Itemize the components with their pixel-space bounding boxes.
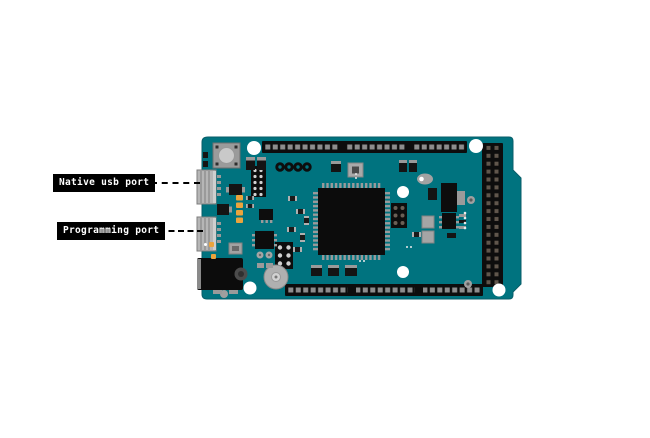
through-hole-pads bbox=[275, 162, 312, 172]
top-pin-header bbox=[262, 141, 467, 153]
smd-components bbox=[203, 152, 421, 294]
reset-button bbox=[212, 142, 241, 169]
mounting-holes bbox=[243, 139, 506, 297]
voltage-regulator bbox=[417, 173, 466, 244]
programming-port-leader-line bbox=[159, 230, 203, 232]
right-dual-pin-header bbox=[482, 143, 503, 287]
programming-port-label: Programming port bbox=[57, 222, 166, 240]
via-dot bbox=[204, 243, 207, 246]
power-jack bbox=[197, 258, 248, 298]
bottom-pin-header bbox=[285, 284, 483, 296]
jtag-header bbox=[391, 203, 407, 228]
native-usb-connector bbox=[196, 169, 221, 205]
small-ics bbox=[217, 162, 364, 255]
vias bbox=[256, 173, 475, 288]
main-mcu-chip bbox=[313, 183, 390, 260]
capacitors bbox=[246, 157, 417, 276]
native-usb-port-leader-line bbox=[151, 182, 200, 184]
native-usb-port-label: Native usb port bbox=[53, 174, 156, 192]
debug-header bbox=[275, 242, 293, 269]
icsp-header bbox=[251, 166, 266, 197]
crystal bbox=[263, 264, 289, 290]
leds bbox=[209, 195, 243, 259]
